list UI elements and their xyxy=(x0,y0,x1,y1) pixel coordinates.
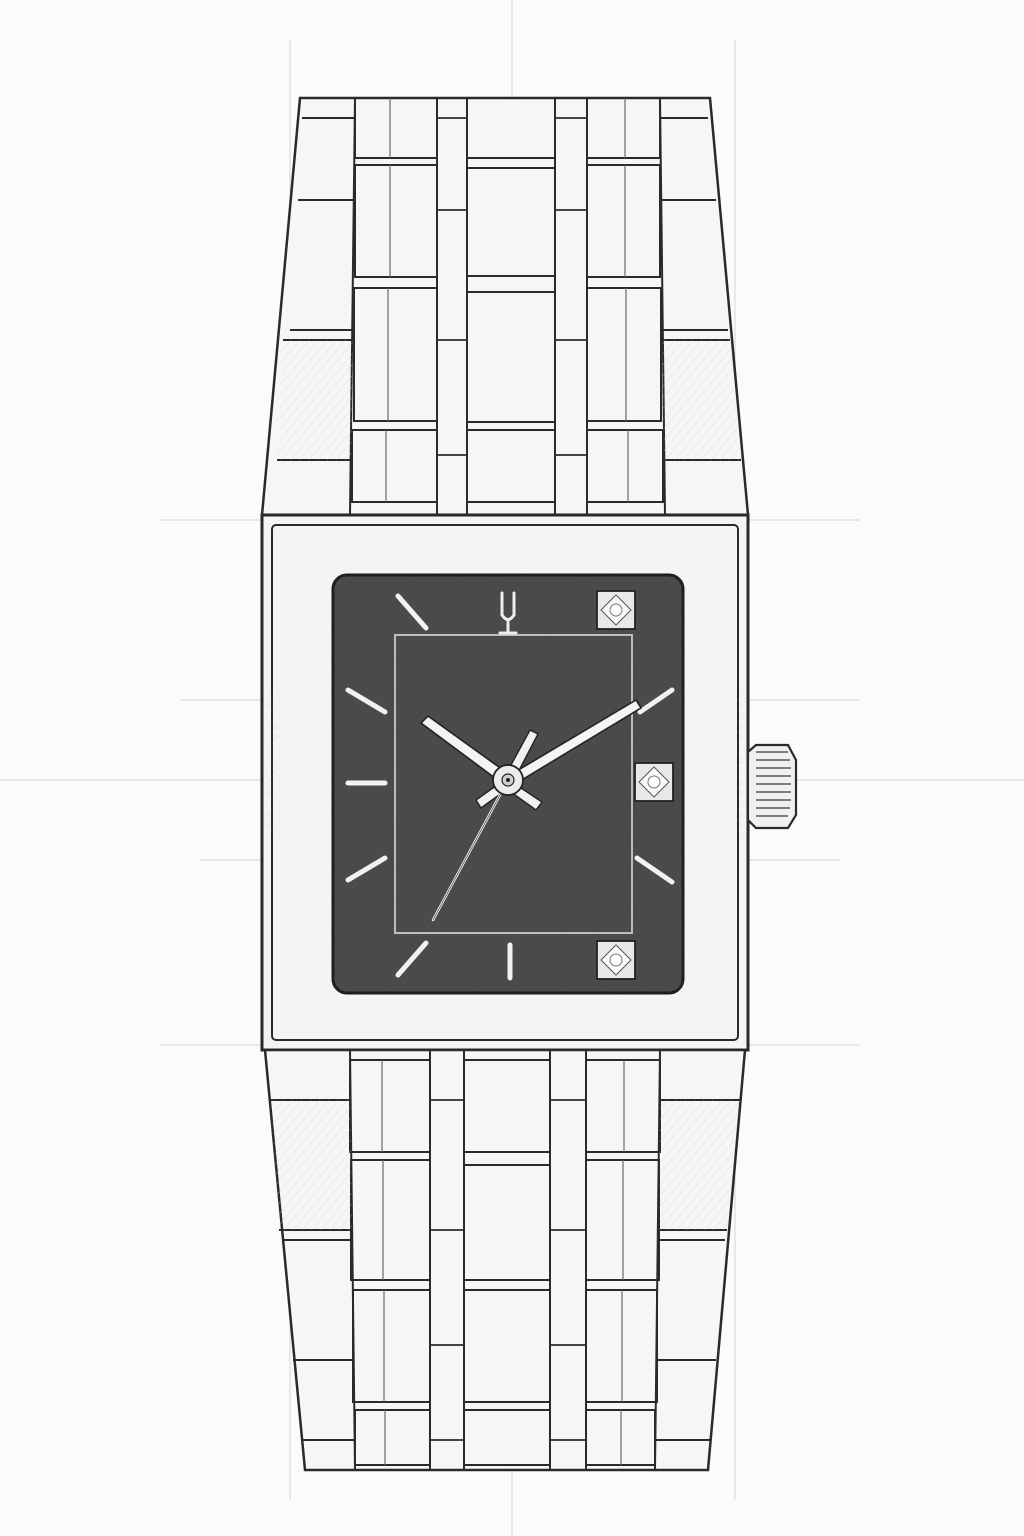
watch-hands xyxy=(419,698,643,922)
hour-markers xyxy=(345,593,675,981)
diamond-icon xyxy=(596,590,636,630)
diamond-icon xyxy=(634,762,674,802)
diamond-icon xyxy=(596,940,636,980)
top-bracelet xyxy=(260,96,750,517)
tuning-fork-icon xyxy=(498,591,518,635)
crown[interactable] xyxy=(746,743,798,830)
bottom-bracelet xyxy=(263,1048,747,1472)
